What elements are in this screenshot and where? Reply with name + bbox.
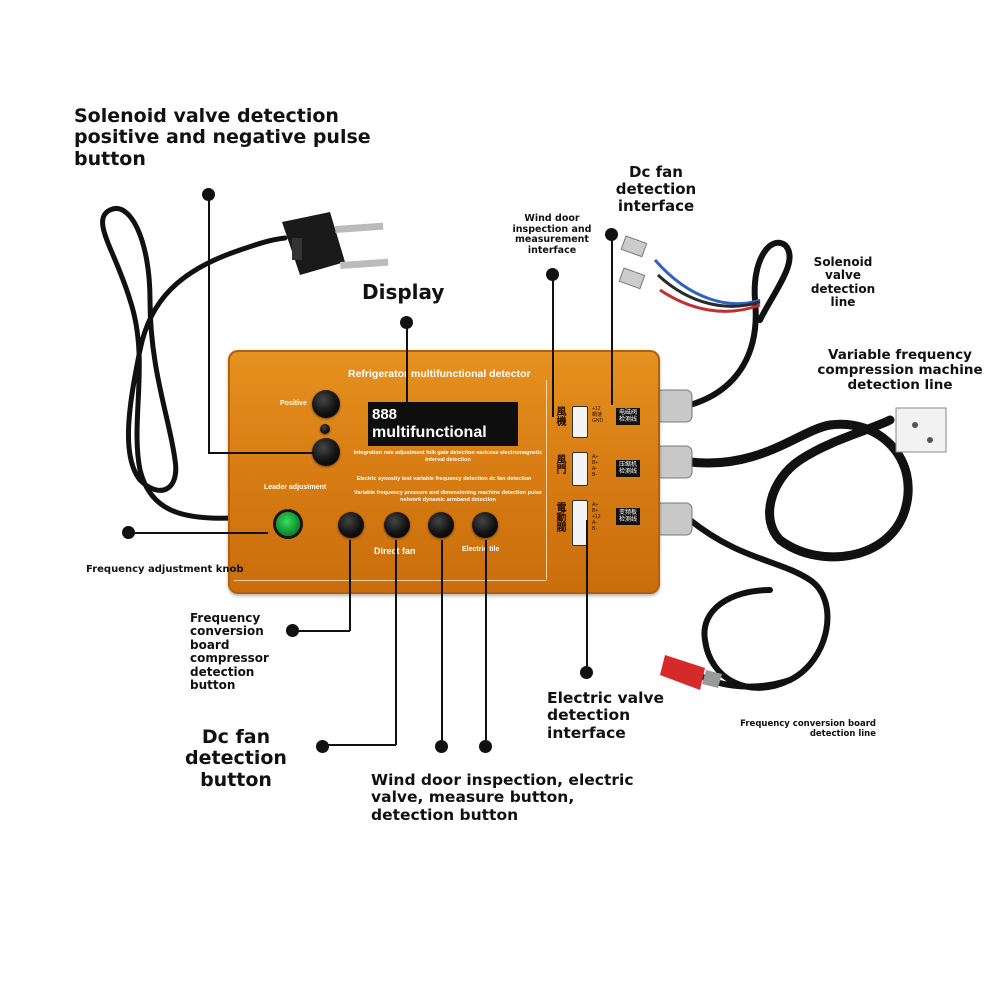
indicator-led <box>320 424 330 434</box>
port-tag-2: 压缩机检测线 <box>616 460 641 478</box>
callout-vf-compression-line: Variable frequency compression machine d… <box>817 347 983 394</box>
leader-line <box>586 520 588 666</box>
port-label-2: 風門 <box>554 454 565 474</box>
wind-door-button[interactable] <box>428 512 454 538</box>
port-label-1: 風機 <box>554 406 565 426</box>
vf-compression-cable <box>685 415 913 562</box>
freq-conv-detect-button[interactable] <box>338 512 364 538</box>
callout-dot <box>435 740 448 753</box>
port-label-3: 電動閥 <box>554 502 565 532</box>
callout-dot <box>580 666 593 679</box>
leader-line <box>208 452 314 454</box>
positive-label: Positive <box>280 400 307 407</box>
port-tag-3: 变频板检测线 <box>616 508 641 526</box>
display-screen <box>368 402 518 446</box>
vf-connector-icon <box>895 407 947 453</box>
display-word: multifunctional <box>372 424 487 441</box>
usb-port-icon[interactable] <box>572 406 588 438</box>
callout-dot <box>479 740 492 753</box>
solenoid-line-cable <box>687 240 793 408</box>
panel-bottom-line <box>234 580 546 581</box>
power-plug-icon <box>282 212 389 275</box>
desc-line-2: Electric synosity test variable frequenc… <box>356 476 532 482</box>
power-cord <box>100 206 288 521</box>
dc-fan-detect-button[interactable] <box>384 512 410 538</box>
leader-line <box>441 540 443 740</box>
callout-wind-door-interface: Wind door inspection and measurement int… <box>512 213 592 256</box>
leader-line <box>611 235 613 405</box>
leader-label: Leader adjustment <box>264 484 327 491</box>
callout-wind-door-buttons: Wind door inspection, electric valve, me… <box>371 771 634 824</box>
positive-pulse-button[interactable] <box>312 390 340 418</box>
callout-dc-fan-interface: Dc fan detection interface <box>615 163 697 215</box>
callout-electric-valve-interface: Electric valve detection interface <box>547 689 665 742</box>
leader-line <box>128 532 268 534</box>
callout-frequency-knob: Frequency adjustment knob <box>86 564 244 575</box>
connector-icon <box>618 235 648 290</box>
usb-port-icon[interactable] <box>572 452 588 486</box>
callout-solenoid-line: Solenoid valve detection line <box>810 255 876 310</box>
direct-fan-label: Direct fan <box>374 546 416 556</box>
callout-solenoid-button: Solenoid valve detection positive and ne… <box>74 105 371 170</box>
leader-line <box>208 195 210 453</box>
callout-dot <box>605 228 618 241</box>
device-title: Refrigerator multifunctional detector <box>348 368 531 380</box>
callout-freq-conv-line: Frequency conversion board detection lin… <box>740 719 876 739</box>
callout-dc-fan-button: Dc fan detection button <box>185 726 287 791</box>
freq-conv-cable <box>687 517 831 691</box>
leader-line <box>395 540 397 745</box>
electric-tile-label: Electric tile <box>462 546 500 553</box>
callout-dot <box>546 268 559 281</box>
leader-line <box>349 540 351 631</box>
leader-line <box>406 322 408 402</box>
callout-display: Display <box>362 280 445 304</box>
cable-gland-3 <box>655 502 693 536</box>
leader-line <box>485 540 487 740</box>
leader-line <box>552 275 554 417</box>
cable-gland-1 <box>655 389 693 423</box>
display-number: 888 <box>372 406 398 423</box>
frequency-adjustment-knob[interactable] <box>276 512 300 536</box>
leader-line <box>292 630 350 632</box>
detector-device: Refrigerator multifunctional detector Po… <box>228 350 660 594</box>
electric-valve-button[interactable] <box>472 512 498 538</box>
callout-dot <box>202 188 215 201</box>
port-tag-1: 电磁阀检测线 <box>616 408 641 426</box>
solenoid-line-wires <box>653 259 761 313</box>
panel-divider <box>546 380 547 580</box>
alligator-clip-icon <box>660 655 722 690</box>
desc-line-3: Variable frequency pressure and dimensio… <box>354 490 542 503</box>
callout-dot <box>316 740 329 753</box>
leader-line <box>322 744 396 746</box>
callout-freq-conv-button: Frequency conversion board compressor de… <box>190 611 269 693</box>
negative-pulse-button[interactable] <box>312 438 340 466</box>
port-pins-2: A+B+A-B- <box>592 454 599 478</box>
desc-line-1: Integration rate adjustment folk gate de… <box>353 450 543 463</box>
cable-gland-2 <box>655 445 693 479</box>
